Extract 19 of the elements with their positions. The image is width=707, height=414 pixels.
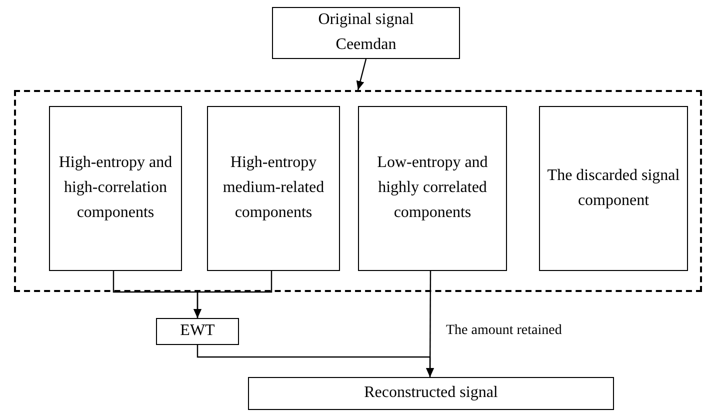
process-box xyxy=(49,106,182,271)
process-box xyxy=(539,106,688,271)
process-box xyxy=(358,106,507,271)
node-text: Original signal xyxy=(317,10,415,30)
node-text: High-entropy and high-correlation components xyxy=(58,153,174,223)
node-text: The discarded signal component xyxy=(546,166,681,210)
process-box xyxy=(248,377,614,410)
dashed-group-box xyxy=(14,90,702,292)
arrow xyxy=(194,269,272,318)
node-text: EWT xyxy=(179,321,216,342)
arrow xyxy=(356,58,367,90)
process-box xyxy=(156,318,239,345)
arrow xyxy=(196,345,434,377)
node-text: Low-entropy and highly correlated components xyxy=(376,153,489,223)
node-text: Ceemdan xyxy=(334,35,398,55)
node-text: Reconstructed signal xyxy=(363,383,499,404)
process-box xyxy=(207,106,340,271)
node-text: High-entropy medium-related components xyxy=(222,153,326,223)
process-box xyxy=(272,7,460,59)
